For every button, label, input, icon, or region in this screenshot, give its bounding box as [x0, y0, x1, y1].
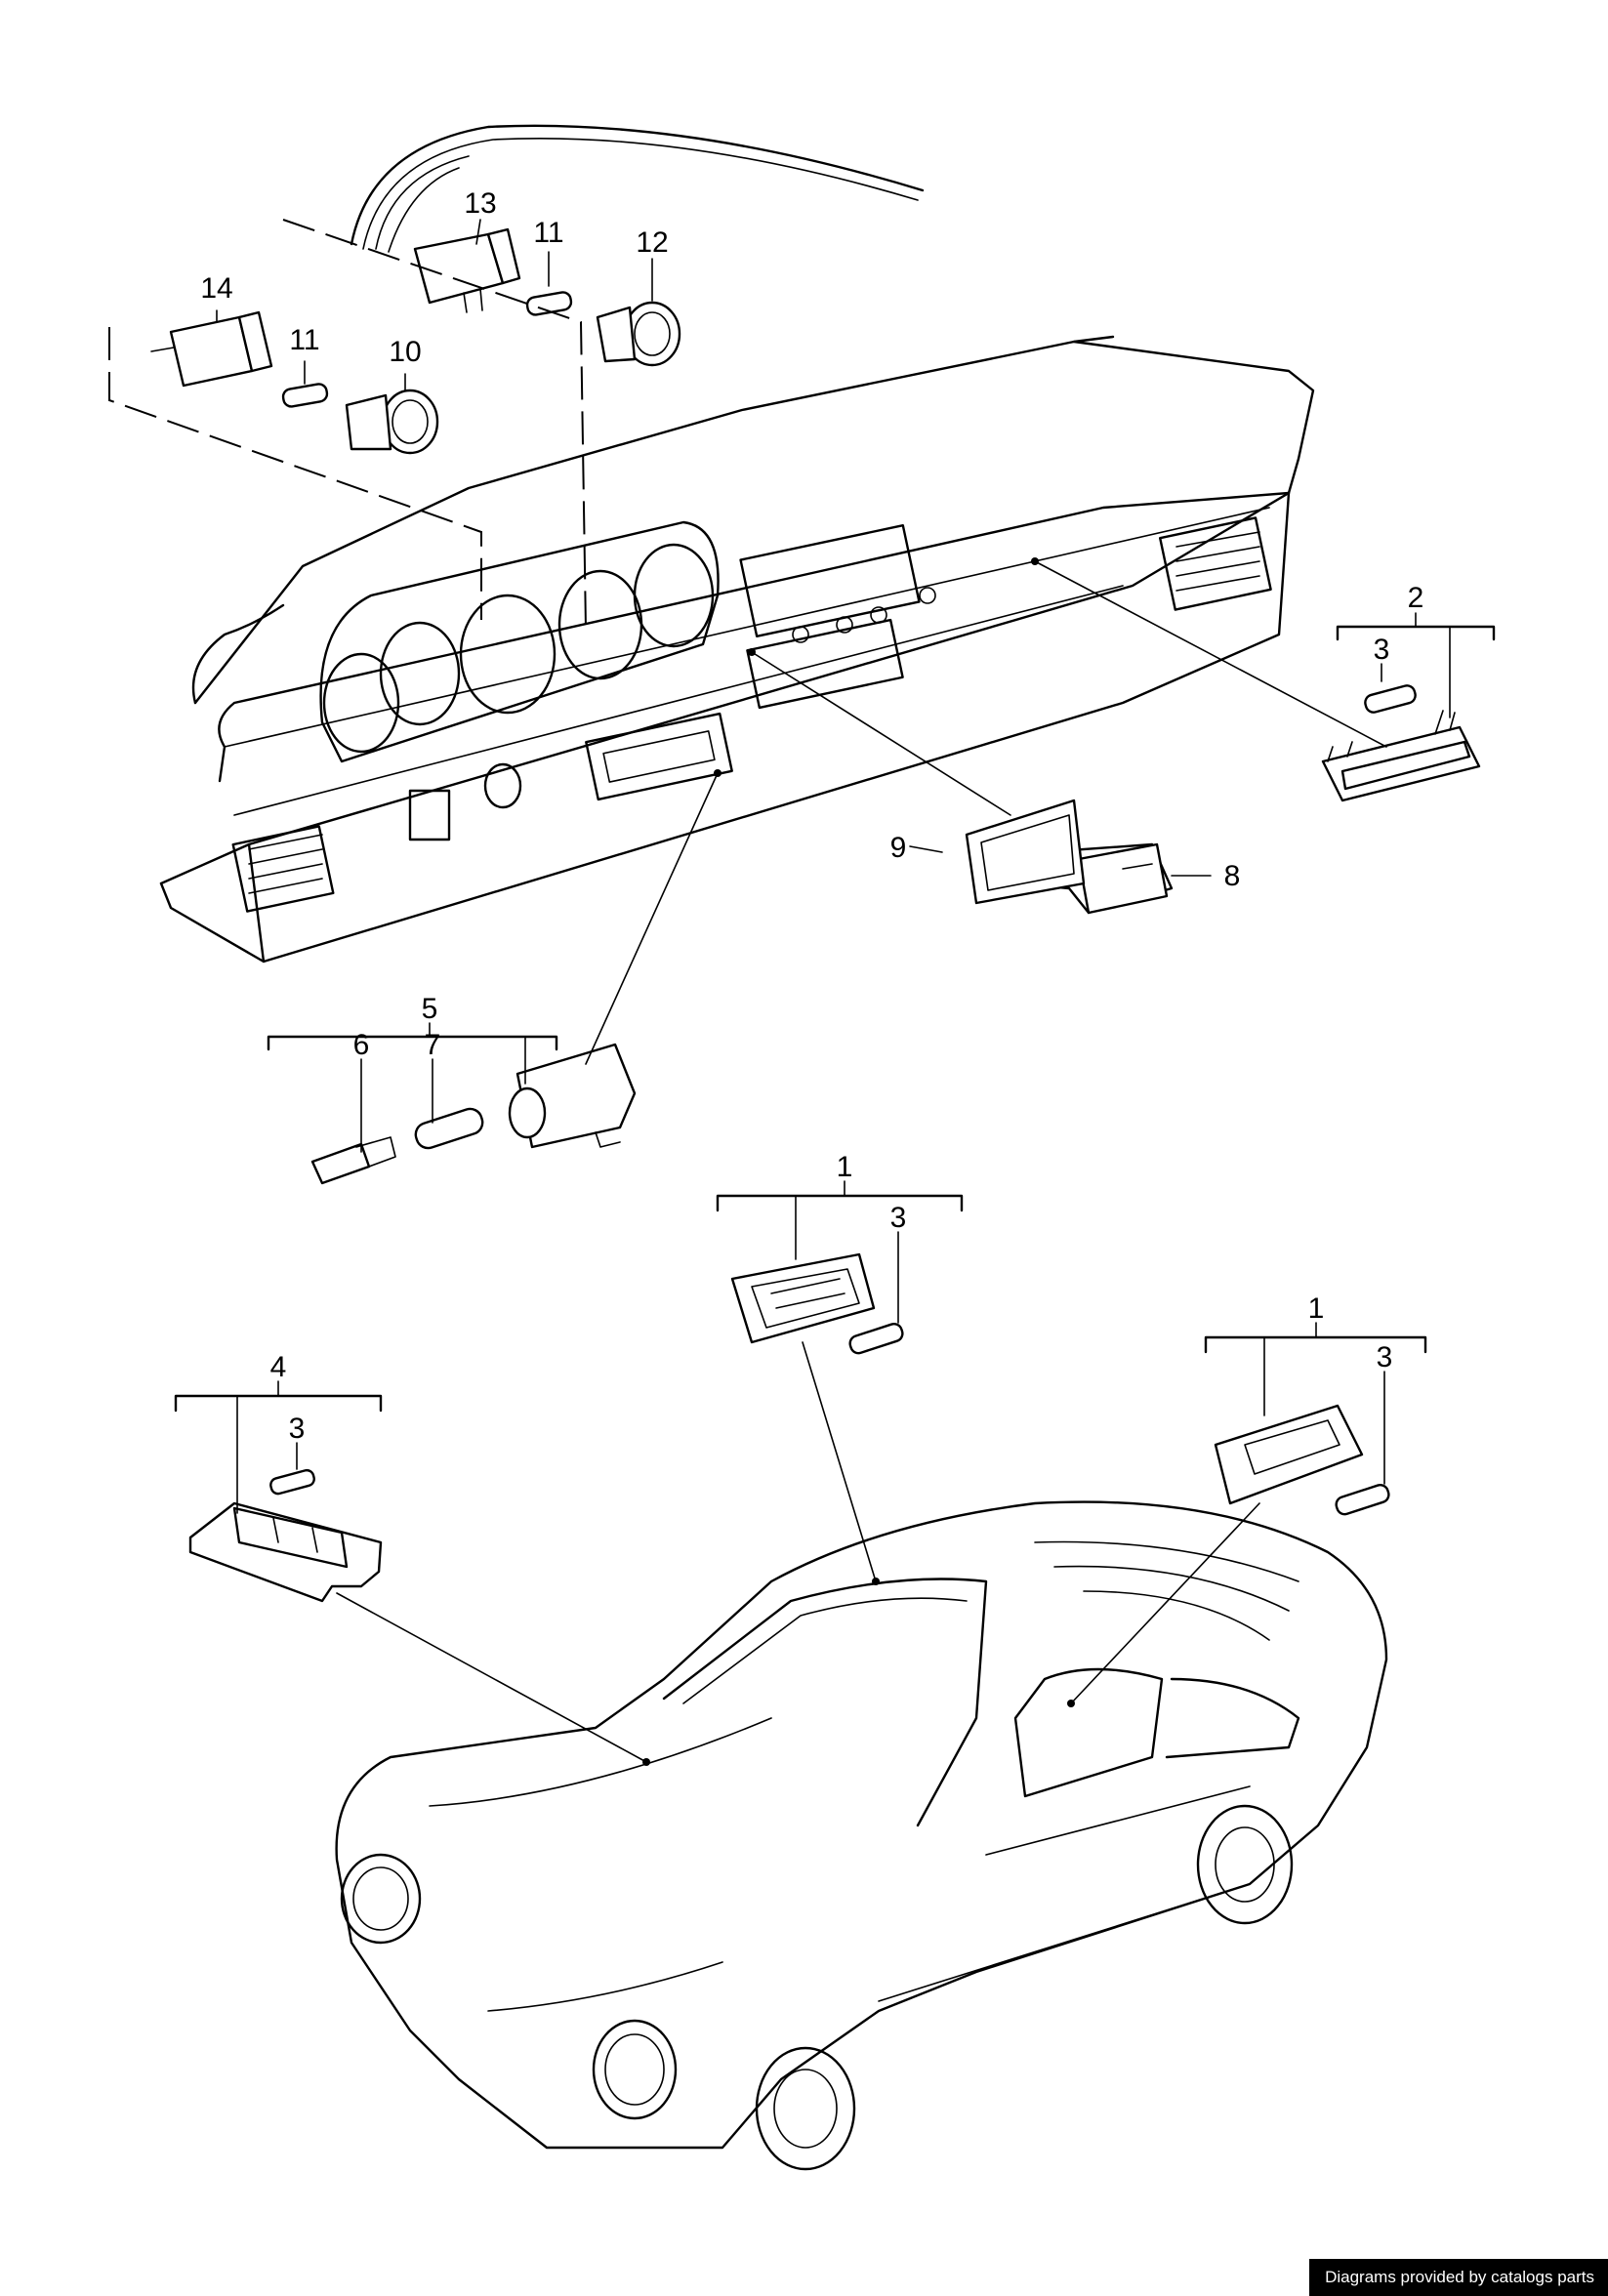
interior-lamp-1-right: [1214, 1404, 1364, 1505]
callout-7: 7: [425, 1029, 441, 1061]
callout-11-upper: 11: [533, 217, 563, 249]
callout-3-center: 3: [890, 1202, 907, 1234]
switch-knob-12: [596, 301, 681, 367]
frame-9: [965, 799, 1086, 905]
switch-knob-10: [345, 389, 439, 455]
lamp-housing-4: [188, 1501, 383, 1603]
callout-5: 5: [422, 993, 438, 1025]
callout-3-right: 3: [1377, 1341, 1393, 1374]
bulb-3-right-top: [1364, 684, 1417, 714]
callout-12: 12: [636, 226, 668, 259]
bulb-7: [414, 1107, 484, 1150]
wiring-harness: [350, 124, 925, 253]
callout-9: 9: [890, 832, 907, 864]
callout-2: 2: [1408, 582, 1424, 614]
bulb-3-right: [1335, 1483, 1390, 1516]
callout-11-lower: 11: [289, 324, 319, 356]
callout-6: 6: [353, 1029, 370, 1061]
callout-13: 13: [464, 187, 496, 220]
bulb-3-center: [848, 1322, 904, 1355]
callout-1-center: 1: [837, 1151, 853, 1183]
cigarette-lighter-5: [508, 1043, 637, 1149]
callout-14: 14: [200, 272, 232, 305]
callout-3-upper-right: 3: [1374, 634, 1390, 666]
callout-4: 4: [270, 1351, 287, 1383]
callout-8: 8: [1224, 860, 1241, 892]
callout-3-left: 3: [289, 1413, 306, 1445]
dashboard-illustration: [159, 335, 1315, 964]
relay-14: [150, 310, 273, 388]
socket-6: [310, 1136, 396, 1185]
relay-13: [413, 227, 521, 313]
bulb-11-lower: [281, 383, 329, 408]
callout-1-right: 1: [1308, 1292, 1325, 1325]
callout-10: 10: [389, 336, 421, 368]
car-illustration: [335, 1500, 1388, 2171]
interior-lamp-1-center: [730, 1252, 876, 1344]
credit-badge: Diagrams provided by catalogs parts: [1309, 2259, 1608, 2296]
lamp-housing-2: [1321, 710, 1481, 802]
bulb-3-left: [269, 1468, 315, 1496]
